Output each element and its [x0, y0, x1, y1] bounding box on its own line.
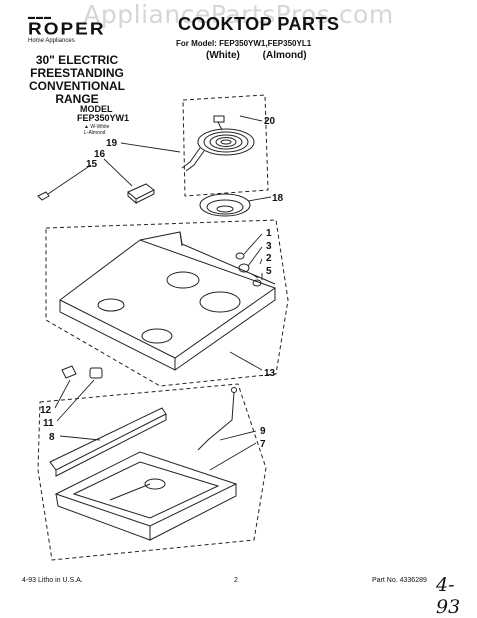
watermark-text: AppliancePartsPros.com: [83, 0, 394, 29]
callout-5: 5: [266, 266, 272, 277]
element-receptacle: [127, 183, 155, 205]
handwritten-date: 4-93: [436, 574, 461, 618]
brand-tagline: Home Appliances: [28, 38, 75, 44]
brand-logo: ▬▬▬ ROPER Home Appliances: [28, 14, 138, 44]
exploded-diagram: 20 19 16 15 18 1 3 2 5 13 12 11 8 9 7: [37, 94, 289, 561]
legend-almond: L-Almond: [84, 130, 106, 136]
burner-box-dashed-outline: [37, 383, 267, 561]
callout-18: 18: [272, 193, 284, 204]
footer-part-number: Part No. 4336289: [372, 577, 427, 584]
legend-white: ▲ W-White: [84, 124, 110, 130]
callout-1: 1: [266, 228, 272, 239]
product-line-4: RANGE: [55, 92, 99, 106]
product-description: 30" ELECTRIC FREESTANDING CONVENTIONAL R…: [18, 54, 136, 106]
wire-clip-and-plug: [61, 365, 103, 379]
callout-13: 13: [264, 368, 276, 379]
cooktop-dashed-outline: [45, 219, 289, 387]
product-line-2: FREESTANDING: [30, 66, 124, 80]
heat-shield-strip: [49, 407, 167, 477]
callout-11: 11: [43, 418, 54, 429]
callout-7: 7: [260, 439, 266, 450]
callout-12: 12: [40, 405, 52, 416]
color-almond: (Almond): [262, 50, 307, 61]
color-variants: (White) (Almond): [206, 50, 307, 61]
model-number: FEP350YW1: [77, 113, 130, 123]
callout-15: 15: [86, 159, 98, 170]
cooktop-panel: [59, 231, 277, 371]
callout-3: 3: [266, 241, 272, 252]
color-white: (White): [206, 50, 240, 61]
small-bracket: [37, 191, 50, 201]
brand-name: ROPER: [28, 20, 106, 39]
footer-page-number: 2: [234, 577, 238, 584]
color-legend: ▲ W-White L-Almond: [84, 124, 109, 136]
fasteners: [235, 252, 262, 287]
callout-19: 19: [106, 138, 118, 149]
model-line: For Model: FEP350YW1,FEP350YL1: [176, 39, 312, 48]
product-line-1: 30" ELECTRIC: [35, 53, 119, 67]
element-assembly-box: [182, 94, 269, 197]
model-label: MODEL: [80, 104, 113, 114]
callout-2: 2: [266, 253, 272, 264]
callout-8: 8: [49, 432, 55, 443]
callout-16: 16: [94, 149, 106, 160]
surface-element-coil: [181, 115, 255, 172]
footer-print-info: 4-93 Litho in U.S.A.: [22, 577, 83, 584]
support-rod: [197, 387, 237, 451]
product-line-3: CONVENTIONAL: [29, 79, 125, 93]
drip-bowl: [199, 193, 251, 217]
brand-logo-bar: ▬▬▬: [28, 14, 52, 21]
callout-9: 9: [260, 426, 266, 437]
leader-lines: [47, 115, 272, 471]
burner-box-pan: [54, 451, 238, 541]
callout-20: 20: [264, 116, 276, 127]
page-title: COOKTOP PARTS: [178, 14, 340, 34]
